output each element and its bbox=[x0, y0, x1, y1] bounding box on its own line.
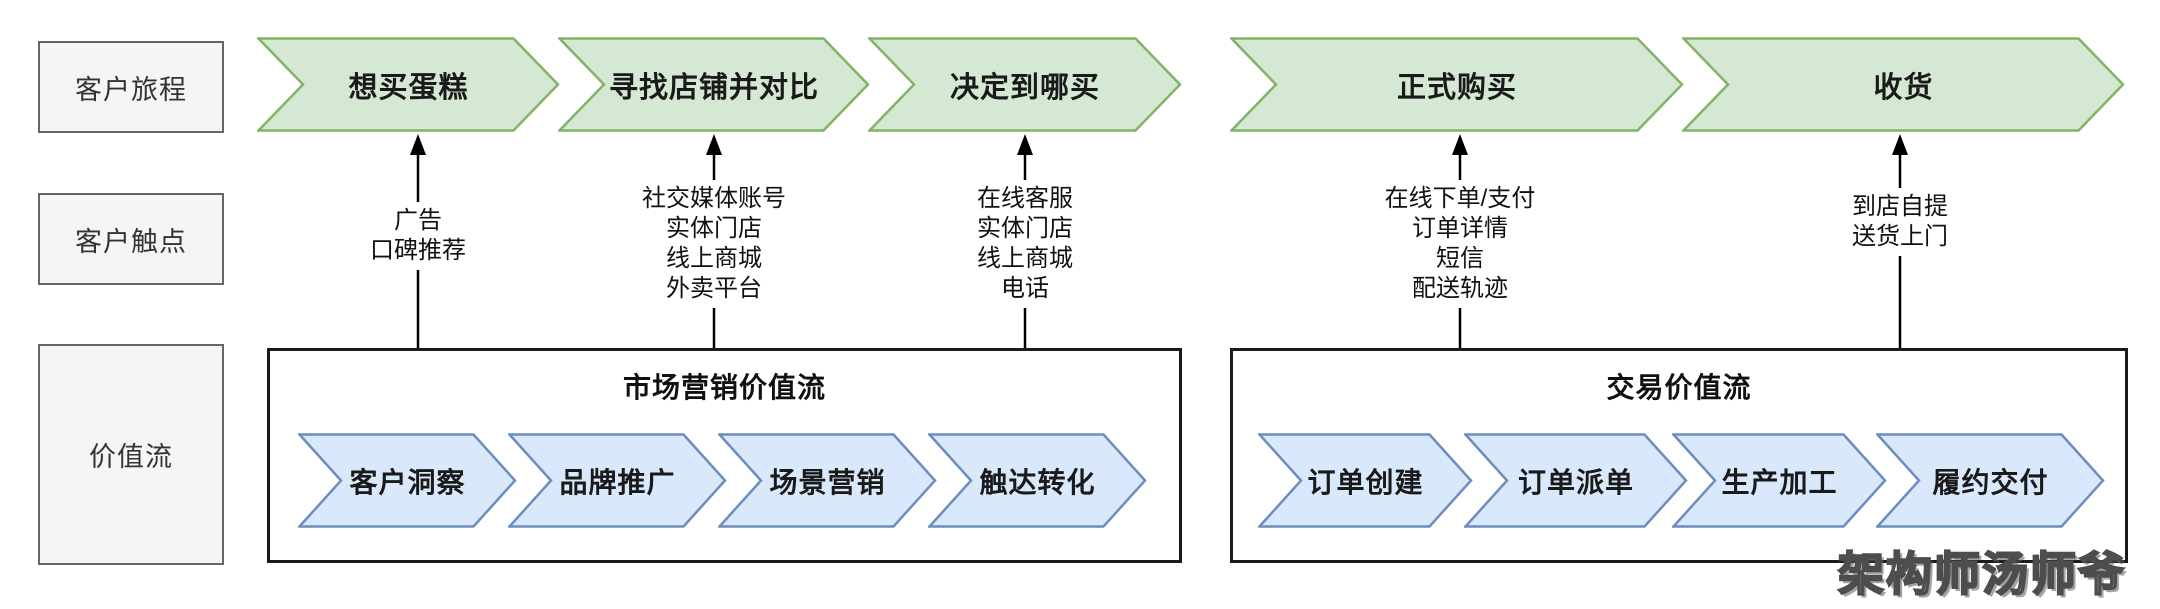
touchpoints-decide-where: 在线客服 实体门店 线上商城 电话 bbox=[977, 185, 1073, 302]
marketing-value-stream-title: 市场营销价值流 bbox=[622, 372, 826, 403]
chevron-shape bbox=[1682, 37, 2125, 132]
row-label-text: 客户旅程 bbox=[75, 74, 187, 105]
chevron-shape bbox=[257, 37, 560, 132]
step-label: 履约交付 bbox=[1932, 466, 2049, 498]
chevron-shape bbox=[1672, 433, 1887, 528]
journey-stage-label: 寻找店铺并对比 bbox=[608, 71, 819, 104]
row-label-value-stream: 价值流 bbox=[38, 344, 224, 565]
step-label: 客户洞察 bbox=[349, 466, 466, 498]
chevron-shape bbox=[1258, 433, 1473, 528]
chevron-shape bbox=[1876, 433, 2105, 528]
step-label: 触达转化 bbox=[979, 466, 1096, 498]
journey-stage-decide-where: 决定到哪买 bbox=[868, 37, 1182, 132]
row-label-text: 客户触点 bbox=[75, 226, 187, 257]
step-brand-promotion: 品牌推广 bbox=[508, 433, 727, 528]
chevron-shape bbox=[928, 433, 1147, 528]
step-order-creation: 订单创建 bbox=[1258, 433, 1473, 528]
touchpoints-search-compare: 社交媒体账号 实体门店 线上商城 外卖平台 bbox=[642, 185, 786, 302]
touchpoint-connector-arrow bbox=[1892, 134, 1908, 348]
step-scenario-marketing: 场景营销 bbox=[718, 433, 937, 528]
journey-stage-label: 正式购买 bbox=[1396, 71, 1517, 104]
chevron-shape bbox=[718, 433, 937, 528]
journey-stage-label: 决定到哪买 bbox=[949, 71, 1100, 104]
transaction-value-stream-title: 交易价值流 bbox=[1606, 372, 1752, 403]
chevron-shape bbox=[558, 37, 870, 132]
touchpoint-connector-arrow bbox=[706, 134, 722, 348]
journey-stage-label: 想买蛋糕 bbox=[348, 71, 469, 104]
watermark-text: 架构师汤师爷 bbox=[1837, 547, 2126, 601]
chevron-shape bbox=[868, 37, 1182, 132]
step-label: 品牌推广 bbox=[559, 466, 676, 498]
step-reach-conversion: 触达转化 bbox=[928, 433, 1147, 528]
touchpoints-receive-goods: 到店自提 送货上门 bbox=[1852, 193, 1948, 250]
chevron-shape bbox=[508, 433, 727, 528]
touchpoints-purchase: 在线下单/支付 订单详情 短信 配送轨迹 bbox=[1384, 185, 1536, 302]
row-label-customer-touchpoints: 客户触点 bbox=[38, 193, 224, 285]
step-order-dispatch: 订单派单 bbox=[1464, 433, 1688, 528]
step-label: 订单派单 bbox=[1517, 466, 1634, 498]
step-customer-insight: 客户洞察 bbox=[298, 433, 517, 528]
journey-stage-want-cake: 想买蛋糕 bbox=[257, 37, 560, 132]
chevron-shape bbox=[298, 433, 517, 528]
touchpoint-connector-arrow bbox=[410, 134, 426, 348]
row-label-customer-journey: 客户旅程 bbox=[38, 41, 224, 133]
step-production-processing: 生产加工 bbox=[1672, 433, 1887, 528]
touchpoints-want-cake: 广告 口碑推荐 bbox=[370, 207, 466, 264]
journey-stage-search-compare: 寻找店铺并对比 bbox=[558, 37, 870, 132]
row-label-text: 价值流 bbox=[89, 442, 173, 472]
step-label: 生产加工 bbox=[1721, 466, 1838, 498]
chevron-shape bbox=[1464, 433, 1688, 528]
journey-stage-receive-goods: 收货 bbox=[1682, 37, 2125, 132]
touchpoint-connector-arrow bbox=[1452, 134, 1468, 348]
journey-stage-purchase: 正式购买 bbox=[1230, 37, 1684, 132]
chevron-shape bbox=[1230, 37, 1684, 132]
step-label: 场景营销 bbox=[769, 466, 886, 498]
journey-stage-label: 收货 bbox=[1873, 71, 1934, 104]
step-fulfillment-delivery: 履约交付 bbox=[1876, 433, 2105, 528]
touchpoint-connector-arrow bbox=[1017, 134, 1033, 348]
step-label: 订单创建 bbox=[1307, 466, 1424, 498]
